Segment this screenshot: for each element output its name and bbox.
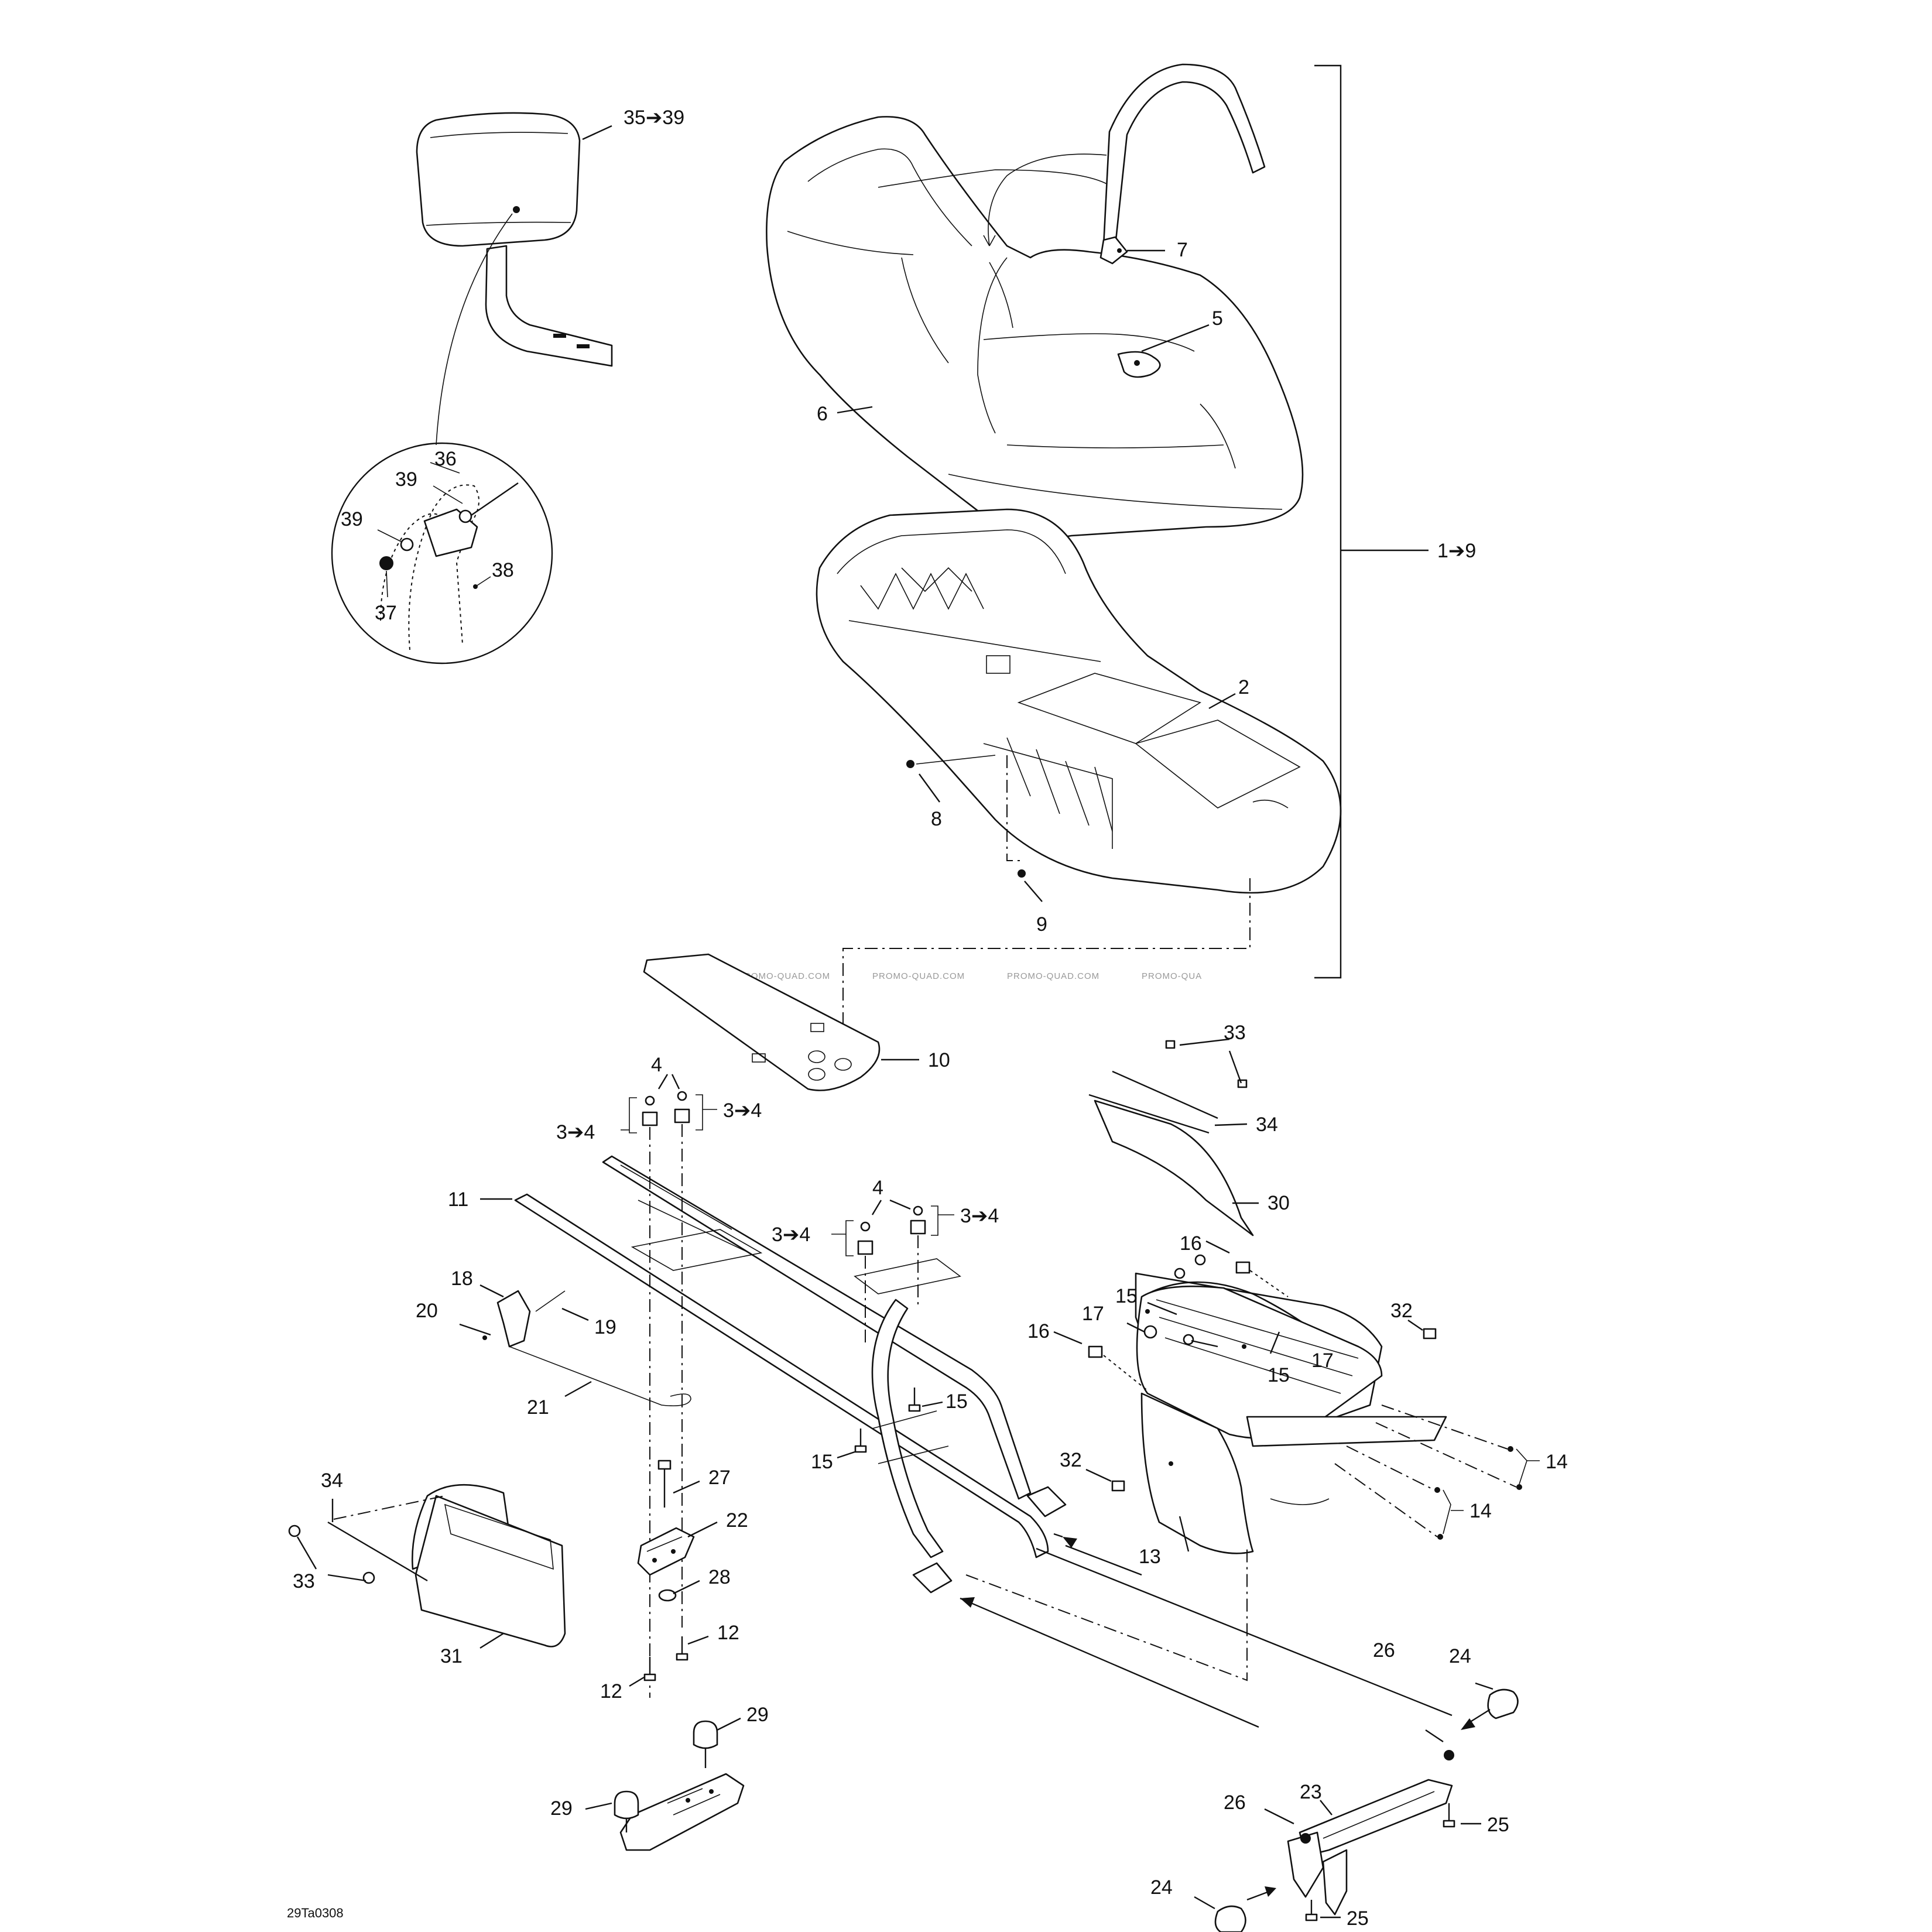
arrow-to-case bbox=[1065, 1544, 1142, 1576]
callout-24-left: 24 bbox=[1150, 1876, 1173, 1899]
watermark-1: PROMO-QUAD.COM bbox=[738, 971, 830, 981]
watermark-3: PROMO-QUAD.COM bbox=[1007, 971, 1099, 981]
rear-bracket-23 bbox=[1194, 1682, 1519, 1932]
callout-5: 5 bbox=[1212, 307, 1223, 330]
seat-base bbox=[816, 508, 1342, 902]
seat-pad-10 bbox=[643, 953, 919, 1091]
deflector-30 bbox=[1088, 1038, 1259, 1236]
leader-35-39 bbox=[582, 125, 612, 141]
callout-3-4-d: 3➔4 bbox=[960, 1205, 999, 1227]
diagram-code: 29Ta0308 bbox=[287, 1906, 344, 1920]
side-guard-31 bbox=[288, 1484, 566, 1649]
callout-22: 22 bbox=[726, 1509, 748, 1532]
backrest-assembly bbox=[416, 112, 613, 446]
seat-cover bbox=[766, 116, 1304, 538]
callout-18: 18 bbox=[451, 1268, 473, 1290]
callout-33-lower: 33 bbox=[293, 1570, 315, 1592]
callout-10: 10 bbox=[928, 1049, 950, 1071]
top-case-hardware bbox=[1053, 1240, 1540, 1540]
callout-28: 28 bbox=[708, 1566, 731, 1588]
callout-3-4-c: 3➔4 bbox=[772, 1224, 810, 1246]
callout-32-lower: 32 bbox=[1060, 1449, 1082, 1471]
callout-13: 13 bbox=[1139, 1546, 1161, 1568]
callout-27: 27 bbox=[708, 1467, 731, 1489]
callout-34-upper: 34 bbox=[1256, 1114, 1278, 1136]
callout-17-left: 17 bbox=[1082, 1303, 1104, 1325]
callout-38: 38 bbox=[492, 559, 514, 581]
latch-assembly bbox=[459, 1284, 691, 1407]
callout-4-left: 4 bbox=[651, 1054, 662, 1076]
callout-24-right: 24 bbox=[1449, 1645, 1471, 1667]
callout-8: 8 bbox=[931, 808, 942, 830]
callout-30: 30 bbox=[1268, 1192, 1290, 1214]
callout-7: 7 bbox=[1177, 239, 1188, 261]
mount-hardware-left bbox=[585, 1460, 745, 1851]
callout-11: 11 bbox=[448, 1188, 468, 1211]
callout-32-upper: 32 bbox=[1390, 1300, 1413, 1322]
watermark-4: PROMO-QUA bbox=[1142, 971, 1202, 981]
rack-frame-11 bbox=[480, 1155, 1067, 1594]
callout-12-right: 12 bbox=[717, 1622, 739, 1644]
callout-3-4-b: 3➔4 bbox=[723, 1099, 762, 1122]
bolts-15-rack bbox=[837, 1388, 943, 1459]
callout-14-upper: 14 bbox=[1546, 1451, 1568, 1473]
callout-25-lower: 25 bbox=[1347, 1907, 1369, 1930]
callout-3-4-a: 3➔4 bbox=[556, 1121, 595, 1143]
callout-39-upper: 39 bbox=[395, 468, 417, 491]
callout-23: 23 bbox=[1300, 1781, 1322, 1803]
top-case-13 bbox=[1135, 1272, 1447, 1554]
callout-16-upper: 16 bbox=[1180, 1232, 1202, 1255]
callout-33-upper: 33 bbox=[1224, 1022, 1246, 1044]
callout-15-rack-left: 15 bbox=[811, 1451, 833, 1473]
fasteners-3-4-left bbox=[621, 1074, 717, 1133]
callout-17-right: 17 bbox=[1311, 1349, 1334, 1372]
callout-26-right: 26 bbox=[1373, 1639, 1395, 1662]
callout-6: 6 bbox=[817, 403, 828, 425]
seat-strap bbox=[983, 63, 1266, 265]
callout-29-left: 29 bbox=[550, 1797, 573, 1820]
watermark-2: PROMO-QUAD.COM bbox=[872, 971, 965, 981]
backrest-mount-detail bbox=[331, 442, 553, 664]
callout-36: 36 bbox=[434, 448, 457, 470]
callout-29-right: 29 bbox=[746, 1704, 769, 1726]
callout-15-rack-right: 15 bbox=[946, 1390, 968, 1413]
kit-bracket bbox=[1314, 64, 1342, 979]
fasteners-3-4-right bbox=[831, 1199, 954, 1256]
callout-1-9: 1➔9 bbox=[1437, 540, 1476, 562]
callout-21: 21 bbox=[527, 1396, 549, 1419]
callout-14-lower: 14 bbox=[1469, 1500, 1492, 1522]
callout-25-upper: 25 bbox=[1487, 1814, 1509, 1836]
callout-12-left: 12 bbox=[600, 1680, 622, 1703]
callout-20: 20 bbox=[416, 1300, 438, 1322]
callout-4-right: 4 bbox=[872, 1177, 883, 1199]
callout-16-lower: 16 bbox=[1027, 1320, 1050, 1342]
callout-31: 31 bbox=[440, 1645, 463, 1667]
callout-15-right: 15 bbox=[1268, 1364, 1290, 1386]
callout-39-lower: 39 bbox=[341, 508, 363, 530]
callout-2: 2 bbox=[1238, 676, 1249, 698]
callout-37: 37 bbox=[375, 602, 397, 624]
callout-26-left: 26 bbox=[1224, 1791, 1246, 1814]
callout-15-left: 15 bbox=[1115, 1285, 1138, 1307]
callout-35-39: 35➔39 bbox=[624, 107, 684, 129]
callout-9: 9 bbox=[1036, 913, 1047, 936]
callout-34-lower: 34 bbox=[321, 1469, 343, 1492]
callout-19: 19 bbox=[594, 1316, 616, 1338]
